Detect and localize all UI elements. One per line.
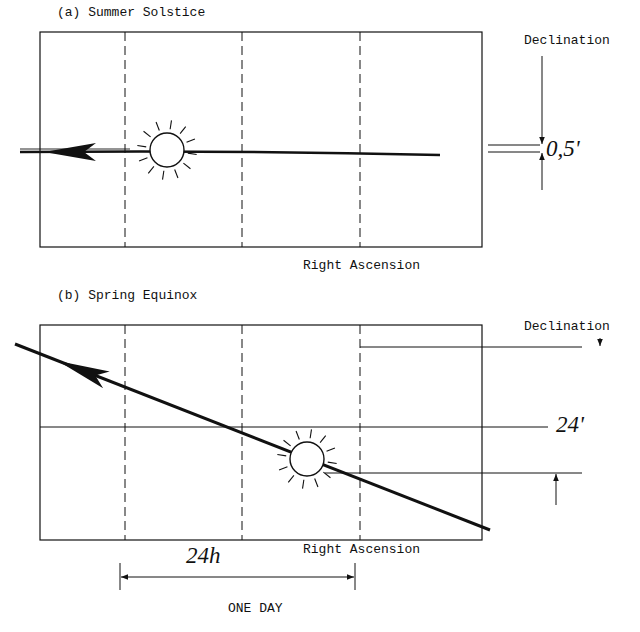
dimension-value: 24' xyxy=(556,412,584,438)
dimension-value: 0,5' xyxy=(546,136,580,162)
sun-ray xyxy=(187,139,195,142)
extension-line xyxy=(355,563,356,590)
sun-ray xyxy=(279,467,287,470)
dimension-caption: ONE DAY xyxy=(228,602,283,617)
dimension-value: 24h xyxy=(186,543,221,569)
sun-ray xyxy=(327,448,335,451)
sun-ray xyxy=(188,153,197,154)
grid-line xyxy=(125,325,126,540)
sun-disc xyxy=(290,442,324,476)
sun-ray xyxy=(156,122,159,130)
sun-ray xyxy=(296,431,299,439)
sun-ray xyxy=(163,171,164,180)
sun-ray xyxy=(144,131,151,137)
panel-title: (b) Spring Equinox xyxy=(57,289,197,304)
arrowhead xyxy=(58,361,110,388)
axis-label: Right Ascension xyxy=(303,259,420,274)
grid-line xyxy=(242,32,243,247)
axis-label: Right Ascension xyxy=(303,543,420,558)
dimension-arrow xyxy=(121,577,354,578)
sun-symbol xyxy=(277,429,336,488)
panel-b xyxy=(15,325,548,540)
dimension-arrow xyxy=(600,338,601,346)
extension-line xyxy=(488,152,540,153)
sun-ray xyxy=(328,462,337,463)
axis-label: Declination xyxy=(524,320,610,335)
arrowhead xyxy=(44,143,96,161)
sun-ray xyxy=(320,436,326,443)
sun-ray xyxy=(180,127,186,134)
dimension-arrow xyxy=(542,153,543,190)
grid-line xyxy=(125,32,126,247)
sun-disc xyxy=(150,133,184,167)
sun-ray xyxy=(284,440,291,446)
panel-a xyxy=(20,32,482,247)
extension-line xyxy=(488,145,540,146)
grid-line xyxy=(360,325,361,540)
extension-line xyxy=(325,473,582,474)
sun-ray xyxy=(315,479,318,487)
dimension-arrow xyxy=(542,56,543,144)
reference-line xyxy=(40,427,548,428)
sun-ray xyxy=(183,163,190,169)
sun-symbol xyxy=(137,120,196,179)
sky-grid-frame xyxy=(40,325,482,540)
sun-ray xyxy=(137,146,146,147)
sun-ray xyxy=(148,166,154,173)
axis-label: Declination xyxy=(524,34,610,49)
extension-line xyxy=(360,347,582,348)
extension-line xyxy=(120,563,121,590)
dimension-arrow xyxy=(556,474,557,505)
sun-ray xyxy=(303,480,304,489)
sun-path xyxy=(15,344,490,530)
grid-line xyxy=(360,32,361,247)
sun-ray xyxy=(310,429,311,438)
sky-grid-frame xyxy=(40,32,482,247)
sun-ray xyxy=(175,170,178,178)
panel-title: (a) Summer Solstice xyxy=(57,6,205,21)
sun-ray xyxy=(170,120,171,129)
sun-ray xyxy=(277,455,286,456)
sun-ray xyxy=(139,158,147,161)
sun-ray xyxy=(288,475,294,482)
